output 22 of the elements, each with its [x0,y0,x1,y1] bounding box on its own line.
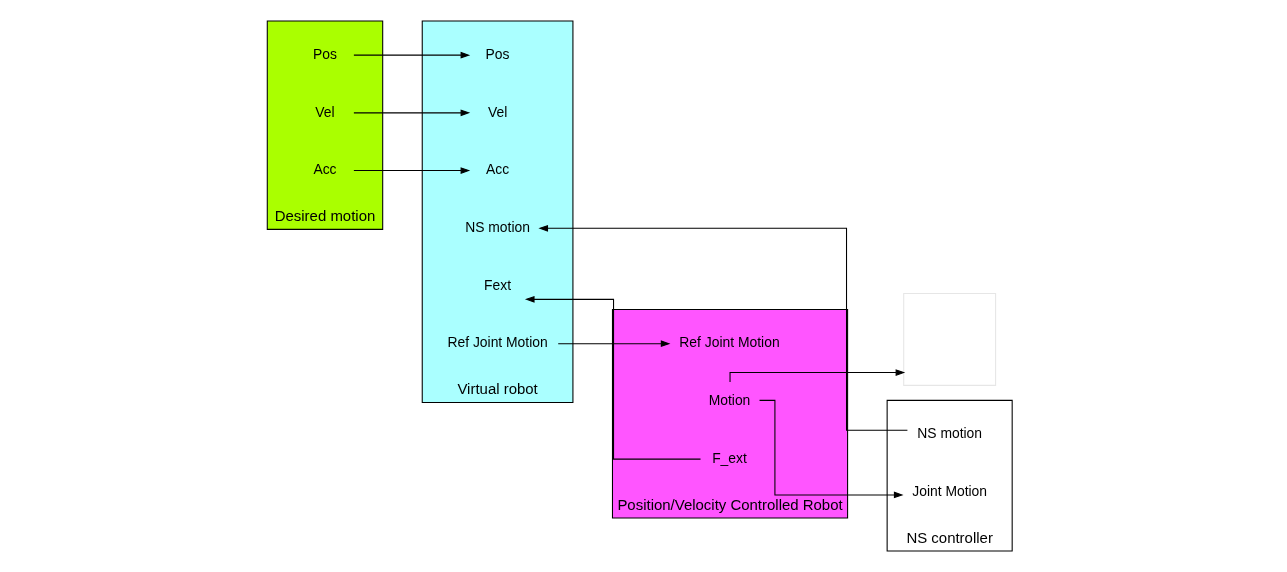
arrow [524,296,701,460]
node-text: F_ext [711,449,747,466]
node-text: Fext [483,276,511,293]
node-text: Pos [312,45,337,62]
arrow [557,340,670,348]
arrow [537,224,908,431]
node-text: Ref Joint Motion [446,334,548,351]
node-text: Acc [312,161,337,178]
node-text: Motion [708,392,750,409]
node-text: Vel [314,103,335,120]
arrow [758,399,904,499]
node-text: Acc [485,161,509,178]
node-text: NS motion [464,218,530,235]
node-text: Joint Motion [911,482,987,499]
arrow [352,109,470,117]
node-box [902,292,996,386]
arrow [352,167,470,174]
node-text: Pos [485,45,510,62]
node-text: NS motion [916,425,982,442]
node-text: Ref Joint Motion [678,334,780,351]
arrow [352,51,470,59]
node-text: Vel [487,103,507,120]
